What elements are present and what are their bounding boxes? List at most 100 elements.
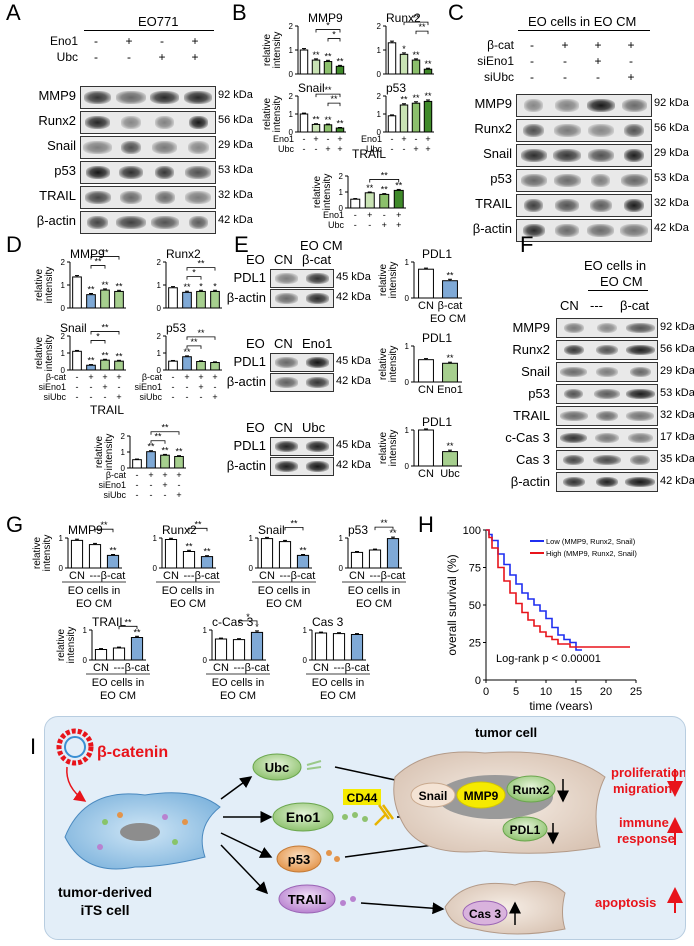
y-tick-label: 1 xyxy=(61,349,66,358)
x-tick-label: --- xyxy=(90,570,101,582)
panel-letter-g: G xyxy=(6,512,24,537)
y-tick-label: 75 xyxy=(469,563,481,575)
blot-band xyxy=(596,476,618,488)
panel-c-header-line xyxy=(518,30,650,31)
bar xyxy=(72,350,82,371)
pdl1-label: PDL1 xyxy=(510,823,541,837)
x-tick-label: 20 xyxy=(600,686,612,698)
condition-label: Ubc xyxy=(366,144,383,154)
y-tick-label: 1 xyxy=(157,281,162,290)
blot-band xyxy=(594,388,620,400)
chart-title: Runx2 xyxy=(162,523,197,537)
significance-mark: ** xyxy=(87,285,95,295)
panel-a-header: EO771 xyxy=(138,14,179,29)
blot-band xyxy=(555,99,580,112)
blot-kda: 32 kDa xyxy=(654,197,689,209)
blot-strip xyxy=(516,144,652,167)
group-label: EO cells in xyxy=(312,677,365,689)
blot-kda: 42 kDa xyxy=(336,375,371,387)
blot-row-label: Runx2 xyxy=(474,121,512,136)
y-tick-label: 1 xyxy=(121,448,126,457)
blot-band xyxy=(587,149,614,162)
condition-label: siUbc xyxy=(43,392,66,402)
panel-e-group-label: EO CM xyxy=(300,238,343,253)
condition-sign: - xyxy=(596,70,600,84)
outcome-migration: migration xyxy=(613,781,672,796)
panel-e-lane-label: CN xyxy=(274,336,293,351)
blot-strip xyxy=(556,428,658,448)
blot-band xyxy=(116,216,147,229)
condition-sign: - xyxy=(354,210,357,220)
y-axis-label: intensity xyxy=(388,346,399,383)
x-tick-label: CN xyxy=(349,570,365,582)
blot-row-label: MMP9 xyxy=(512,320,550,335)
blot-kda: 42 kDa xyxy=(654,222,689,234)
condition-sign: - xyxy=(127,50,131,64)
y-axis-label: relative xyxy=(34,268,45,301)
blot-band xyxy=(560,432,588,444)
survival-curve xyxy=(486,529,630,648)
x-tick-label: CN xyxy=(163,570,179,582)
significance-mark: * xyxy=(199,281,203,291)
panel-e-lane-label: Eno1 xyxy=(302,336,333,351)
bar xyxy=(442,451,458,467)
condition-sign: - xyxy=(303,134,306,144)
condition-sign: + xyxy=(212,372,217,382)
blot-row-label: c-Cas 3 xyxy=(505,430,550,445)
x-tick-label: 10 xyxy=(540,686,552,698)
blot-band xyxy=(563,454,584,466)
y-tick-label: 2 xyxy=(157,258,162,267)
bar xyxy=(72,276,82,309)
significance-bracket xyxy=(186,336,216,340)
condition-sign: + xyxy=(627,70,635,84)
panel-letter-e: E xyxy=(234,232,249,257)
bar xyxy=(311,123,321,133)
blot-strip xyxy=(270,353,334,372)
blot-band xyxy=(152,141,178,154)
runx2-label: Runx2 xyxy=(513,783,550,797)
x-tick-label: β-cat xyxy=(101,570,126,582)
bar xyxy=(418,429,434,467)
significance-bracket xyxy=(327,38,341,42)
blot-band xyxy=(625,322,656,334)
blot-strip xyxy=(270,457,334,476)
bar xyxy=(112,647,126,661)
y-tick-label: 0 xyxy=(289,70,294,79)
snail-node xyxy=(410,782,456,808)
bracket-label: ** xyxy=(194,519,202,529)
survival-curve xyxy=(486,529,582,651)
y-tick-label: 1 xyxy=(153,534,158,543)
x-tick-label: CN xyxy=(69,570,85,582)
group-label: EO CM xyxy=(100,690,136,702)
bar xyxy=(311,59,321,75)
panel-e-eo-label: EO xyxy=(246,252,265,267)
blot-kda: 32 kDa xyxy=(660,409,694,421)
blot-band xyxy=(553,149,582,162)
panel-f-lane-label: β-cat xyxy=(620,298,650,313)
condition-sign: - xyxy=(104,392,107,402)
blot-kda: 32 kDa xyxy=(218,189,253,201)
blot-row-label: Runx2 xyxy=(38,113,76,128)
x-tick-label: 0 xyxy=(483,686,489,698)
p53-node xyxy=(276,845,322,873)
significance-bracket xyxy=(118,625,138,630)
panel-e-row-label: β-actin xyxy=(226,458,266,473)
group-label: EO CM xyxy=(76,598,112,610)
condition-sign: + xyxy=(561,38,569,52)
eno1-node xyxy=(272,802,334,832)
blot-row-label: Snail xyxy=(521,364,550,379)
condition-sign: + xyxy=(198,382,203,392)
condition-sign: + xyxy=(176,490,181,500)
blot-band xyxy=(596,344,618,356)
group-label: EO cells in xyxy=(348,585,401,597)
condition-label: siUbc xyxy=(103,490,126,500)
blot-strip xyxy=(556,472,658,492)
bar xyxy=(368,549,382,569)
bar xyxy=(210,290,220,309)
blot-band xyxy=(586,99,615,112)
bracket-label: ** xyxy=(330,94,338,104)
